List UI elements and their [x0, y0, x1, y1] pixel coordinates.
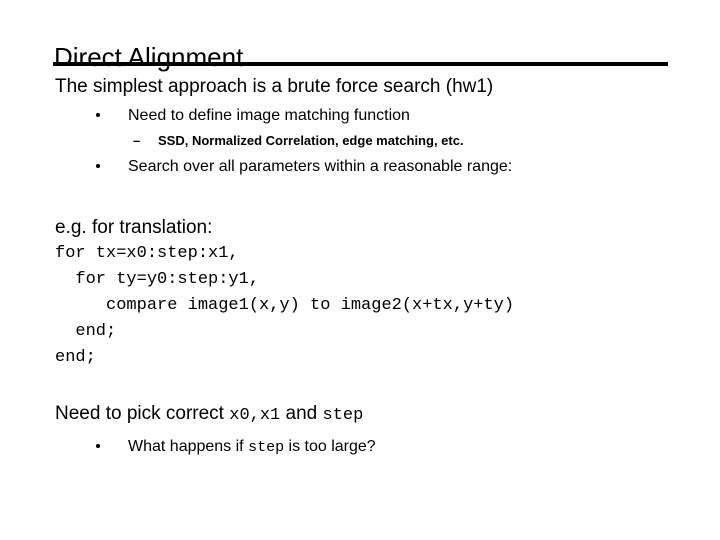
list-item: Need to define image matching function [0, 104, 720, 128]
closing-text: Need to pick correct x0,x1 and step [0, 401, 720, 429]
code-line: for ty=y0:step:y1, [55, 270, 260, 289]
bullet-dash-icon: – [133, 133, 141, 148]
code-line: for tx=x0:step:x1, [55, 244, 239, 263]
list-item: What happens if step is too large? [0, 435, 720, 460]
example-heading: e.g. for translation: [55, 217, 213, 238]
code-line: end; [55, 348, 96, 367]
list-item-label: Need to define image matching function [128, 107, 410, 124]
slide-body: The simplest approach is a brute force s… [0, 74, 720, 460]
question-code-step: step [248, 439, 285, 456]
code-line: end; [55, 322, 117, 341]
list-item-label: Search over all parameters within a reas… [128, 158, 513, 175]
page-title: Direct Alignment [54, 42, 244, 73]
code-line: compare image1(x,y) to image2(x+tx,y+ty) [55, 296, 515, 315]
question-prefix: What happens if [128, 438, 249, 455]
spacer [0, 179, 720, 215]
title-divider [53, 62, 668, 66]
list-item-label: SSD, Normalized Correlation, edge matchi… [158, 133, 464, 148]
closing-middle: and [280, 403, 323, 424]
bullet-dot-icon [96, 164, 100, 168]
list-item-label: What happens if step is too large? [128, 438, 376, 456]
closing-code-params: x0,x1 [229, 406, 281, 425]
closing-prefix: Need to pick correct [55, 403, 230, 424]
bullet-dot-icon [96, 444, 100, 448]
intro-text: The simplest approach is a brute force s… [55, 76, 494, 97]
list-item: – SSD, Normalized Correlation, edge matc… [0, 131, 720, 151]
closing-code-step: step [322, 406, 364, 425]
spacer [0, 371, 720, 401]
code-block: for tx=x0:step:x1, for ty=y0:step:y1, co… [0, 241, 720, 371]
bullet-dot-icon [96, 113, 100, 117]
question-suffix: is too large? [284, 438, 376, 455]
list-item: Search over all parameters within a reas… [0, 155, 720, 179]
